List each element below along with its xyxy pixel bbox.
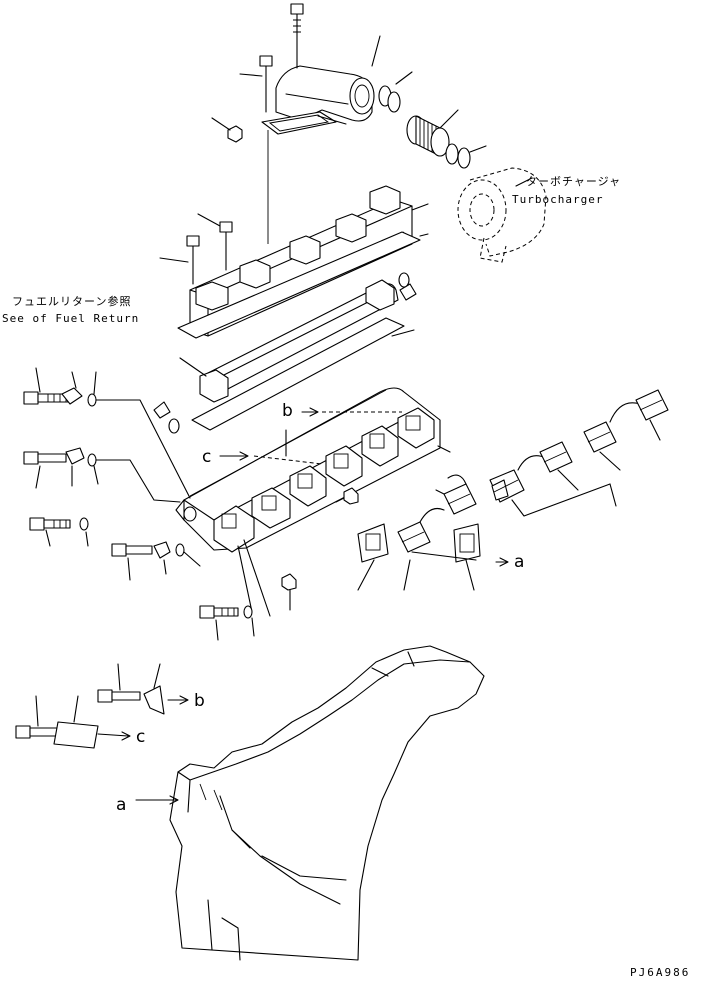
cover-gasket — [177, 231, 429, 339]
turbocharger-callout-en: Turbocharger — [512, 193, 604, 206]
fuel-return-callout-ja: フュエルリターン参照 — [12, 295, 132, 308]
bolt-row-5 — [199, 605, 255, 641]
bolt-elbow-left — [259, 55, 273, 113]
drawing-code: PJ6A986 — [630, 966, 691, 979]
turbocharger-phantom — [457, 167, 547, 263]
ref-b-label-lower: b — [194, 691, 205, 711]
leaders — [237, 539, 271, 617]
bolt-row-3 — [29, 517, 89, 547]
cover-bolt-2 — [159, 235, 200, 285]
plug-parts — [281, 487, 359, 611]
bolt-long-top — [290, 3, 304, 69]
cylinder-head — [169, 645, 485, 961]
seal-rings-lower — [445, 143, 487, 169]
ref-c-arrow — [219, 451, 249, 461]
elbow-gasket — [261, 111, 337, 135]
ref-c-label-lower: c — [136, 727, 146, 747]
bracket-c — [15, 695, 131, 749]
leader — [317, 115, 347, 125]
intake-manifold — [175, 387, 451, 553]
ref-a-label-lower: a — [116, 795, 127, 815]
turbocharger-callout-ja: ターボチャージャ — [526, 175, 622, 188]
leader — [211, 117, 231, 131]
gasket-set-center — [357, 474, 509, 591]
seal-rings-upper — [378, 71, 413, 113]
bolt-row-2 — [23, 447, 181, 503]
ref-c-label-upper: c — [202, 447, 212, 467]
exhaust-elbow — [275, 65, 375, 122]
exhaust-manifold — [179, 279, 399, 403]
bracket-b — [97, 663, 189, 715]
ref-b-label-upper: b — [282, 401, 293, 421]
cover-bolt-1 — [197, 213, 233, 271]
ref-a-label-upper: a — [514, 552, 525, 572]
small-gaskets — [153, 272, 417, 434]
ref-b-arrow — [301, 407, 319, 417]
leader — [371, 35, 381, 67]
nut-small — [227, 125, 243, 143]
bellows-joint — [406, 109, 459, 157]
ref-c-leader — [253, 455, 323, 465]
bolt-row-1 — [23, 367, 191, 499]
ref-a-arrow-lower — [135, 795, 179, 805]
gasket-set-right — [489, 389, 669, 517]
bolt-row-4 — [111, 541, 201, 581]
leader — [239, 73, 263, 77]
manifold-gasket — [191, 317, 415, 431]
fuel-return-callout-en: See of Fuel Return — [2, 312, 140, 325]
